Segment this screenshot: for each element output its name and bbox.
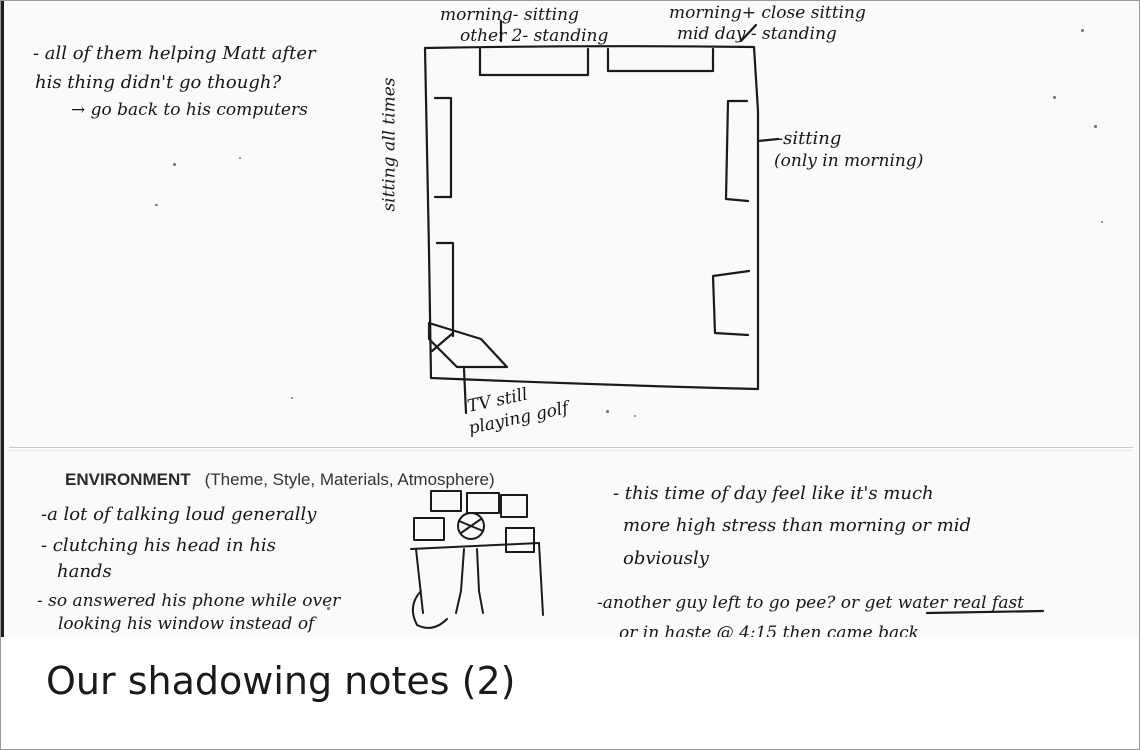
section-divider — [9, 447, 1133, 448]
speck — [634, 415, 636, 417]
sketch-top-right-line1: morning+ close sitting — [669, 3, 866, 23]
sketch-right-note-line1: -sitting — [777, 128, 842, 149]
speck — [1094, 125, 1097, 128]
env-left-note-line4: - so answered his phone while over — [37, 591, 341, 611]
speck — [606, 410, 609, 413]
sketch-left-vertical-note: sitting all times — [379, 77, 400, 212]
left-upper-desk — [433, 96, 453, 199]
bottom-pointer — [462, 367, 468, 415]
top-left-desk — [478, 47, 590, 77]
left-lower-desk — [435, 241, 455, 338]
sketch-top-left-line2: other 2- standing — [460, 26, 609, 46]
environment-heading: ENVIRONMENT (Theme, Style, Materials, Atm… — [65, 470, 495, 490]
section-divider-dotted — [9, 450, 1133, 451]
speck — [1053, 96, 1056, 99]
tv-corner — [427, 321, 509, 369]
env-left-note-line1: -a lot of talking loud generally — [41, 504, 317, 525]
right-lower-desk — [711, 269, 751, 337]
room-outline — [423, 45, 760, 391]
env-right-note-line1: - this time of day feel like it's much — [613, 483, 934, 504]
env-right-note-line4: -another guy left to go pee? or get wate… — [597, 593, 1025, 613]
top-right-desk — [606, 47, 715, 73]
sketch-top-left-line1: morning- sitting — [440, 5, 579, 25]
speck — [239, 157, 241, 159]
speck — [1101, 221, 1103, 223]
env-right-note-line5: or in haste @ 4:15 then came back — [619, 623, 919, 638]
slide-caption: Our shadowing notes (2) — [46, 659, 516, 703]
speck — [173, 163, 176, 166]
sketch-top-right-line2: mid day - standing — [677, 24, 837, 44]
speck — [291, 397, 293, 399]
desk-person-doodle — [410, 490, 544, 629]
scan-edge-shadow — [1, 1, 4, 637]
speck — [327, 607, 330, 610]
right-upper-desk — [724, 99, 750, 203]
room-sketch-drawing — [410, 19, 1045, 629]
left-note-line1: - all of them helping Matt after — [33, 43, 316, 64]
env-right-note-line3: obviously — [623, 548, 709, 569]
speck — [1081, 29, 1084, 32]
right-pointer — [756, 137, 780, 143]
speck — [155, 204, 158, 206]
env-left-note-line5: looking his window instead of — [58, 614, 315, 634]
env-left-note-line3: hands — [57, 561, 112, 582]
environment-subtitle: (Theme, Style, Materials, Atmosphere) — [204, 470, 495, 489]
scanned-notes-image: morning- sitting other 2- standing morni… — [1, 1, 1139, 638]
environment-title: ENVIRONMENT — [65, 470, 191, 489]
left-note-line3: → go back to his computers — [71, 100, 308, 120]
sketch-right-note-line2: (only in morning) — [774, 151, 924, 171]
left-note-line2: his thing didn't go though? — [35, 72, 282, 93]
env-left-note-line2: - clutching his head in his — [41, 535, 276, 556]
underline-mark — [925, 609, 1045, 615]
top-right-pointer — [739, 23, 758, 43]
env-right-note-line2: more high stress than morning or mid — [623, 515, 972, 536]
